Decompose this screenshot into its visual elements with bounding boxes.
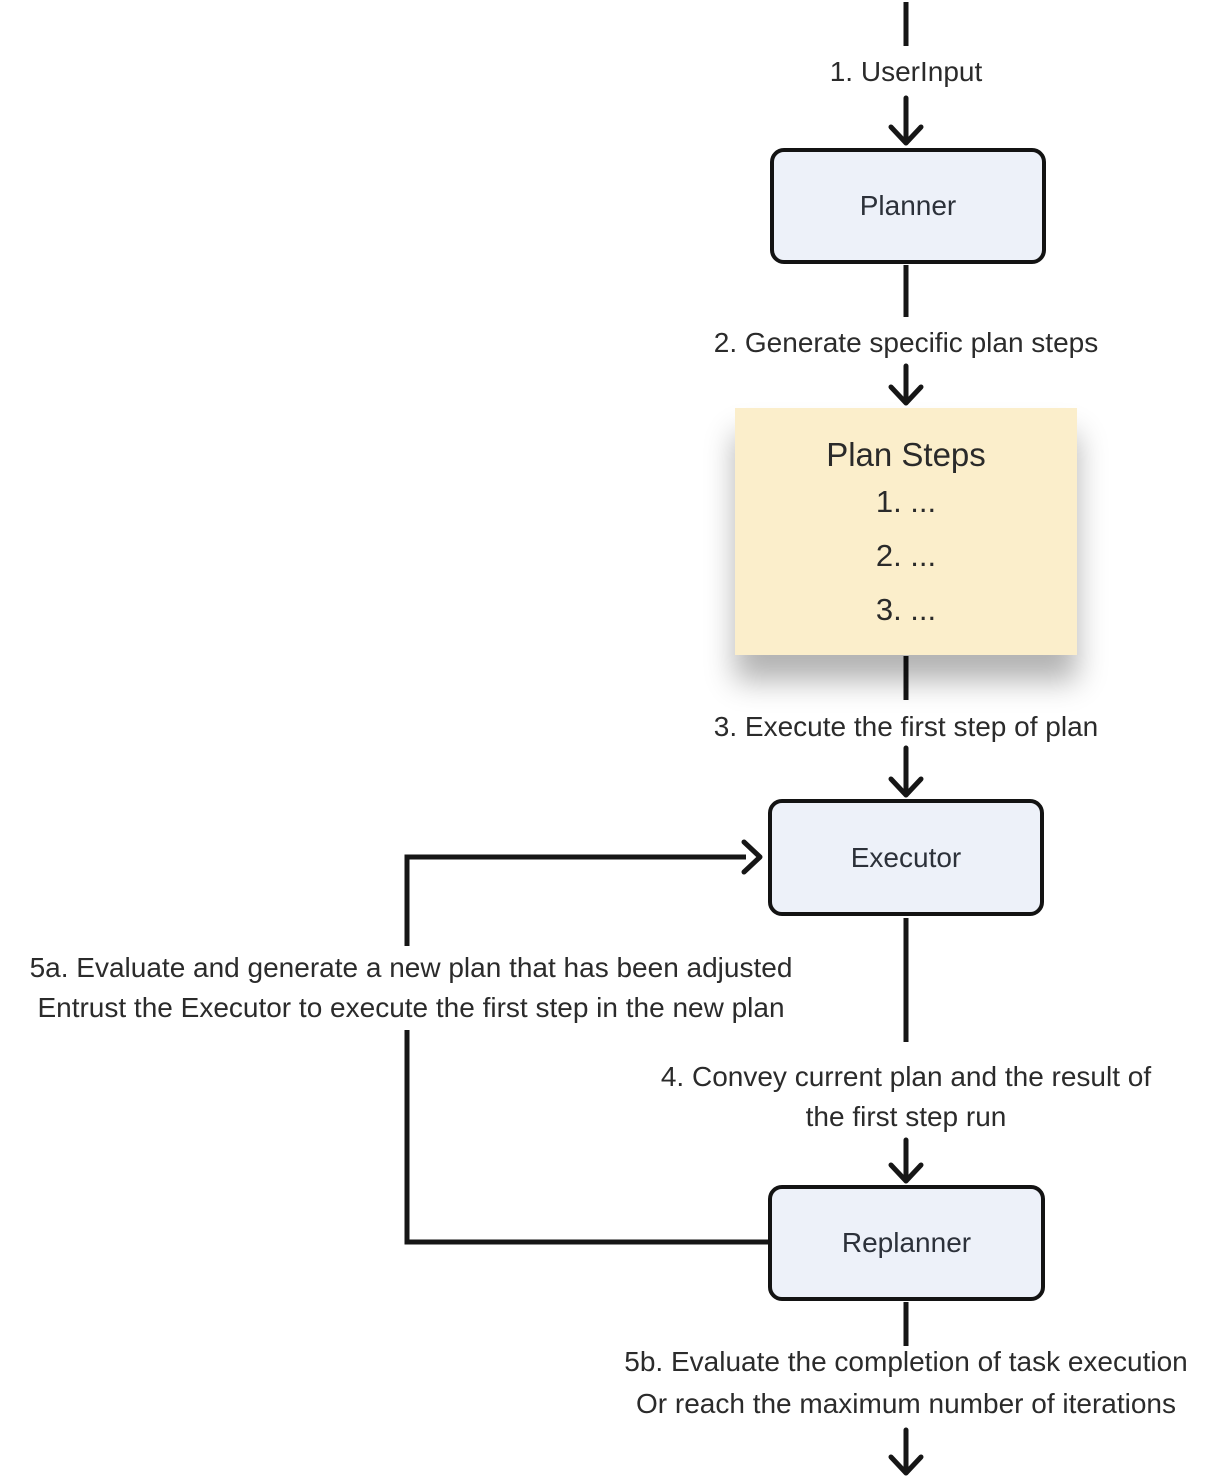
replanner-to-executor-loop-arrow (404, 839, 768, 1245)
plansteps-to-executor-arrow (888, 745, 924, 798)
userinput-to-planner-arrow (888, 95, 924, 146)
plan-steps-item-3: 3. ... (875, 592, 937, 627)
plan-steps-title: Plan Steps (826, 436, 986, 473)
replanner-node-label: Replanner (841, 1227, 972, 1258)
edge-label-replan-loop-line2: Entrust the Executor to execute the firs… (37, 992, 785, 1023)
executor-node-label: Executor (850, 841, 962, 873)
edge-label-convey-plan: 4. Convey current plan and the result of… (661, 1057, 1151, 1137)
executor-to-replanner-arrow (888, 1137, 924, 1184)
plan-steps-item-1: 1. ... (875, 484, 937, 519)
exit-arrow (888, 1427, 924, 1476)
edge-label-evaluate-completion: 5b. Evaluate the completion of task exec… (624, 1341, 1187, 1425)
planner-to-plansteps-arrow (888, 363, 924, 406)
edge-label-generate-plan-steps: 2. Generate specific plan steps (713, 327, 1099, 358)
edge-label-execute-first-step: 3. Execute the first step of plan (713, 711, 1099, 742)
edge-label-evaluate-completion-line2: Or reach the maximum number of iteration… (636, 1388, 1176, 1419)
plan-steps-item-2: 2. ... (875, 538, 937, 573)
plan-steps-note: Plan Steps 1. ... 2. ... 3. ... (735, 408, 1077, 655)
edge-label-evaluate-completion-line1: 5b. Evaluate the completion of task exec… (624, 1346, 1188, 1377)
replanner-node: Replanner (768, 1185, 1045, 1301)
planner-node-label: Planner (859, 190, 957, 221)
edge-label-replan-loop: 5a. Evaluate and generate a new plan tha… (23, 946, 799, 1030)
edge-label-replan-loop-line1: 5a. Evaluate and generate a new plan tha… (29, 952, 793, 983)
edge-label-userinput: 1. UserInput (829, 56, 983, 87)
planner-node: Planner (770, 148, 1046, 264)
edge-label-convey-plan-line2: the first step run (805, 1101, 1007, 1132)
edge-label-convey-plan-line1: 4. Convey current plan and the result of (660, 1061, 1152, 1092)
executor-node: Executor (768, 799, 1044, 916)
